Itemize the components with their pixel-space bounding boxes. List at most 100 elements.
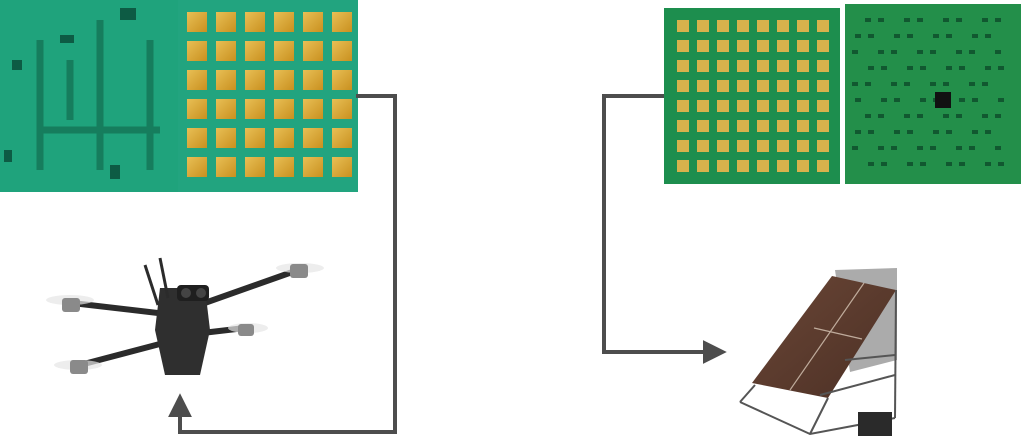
right-patch-element — [817, 140, 829, 152]
drone-body — [155, 288, 210, 375]
patch-element — [216, 12, 236, 32]
smd-component — [946, 162, 952, 166]
smd-component — [956, 50, 962, 54]
right-patch-element — [757, 100, 769, 112]
patch-element — [245, 157, 265, 177]
patch-element — [332, 157, 352, 177]
right-patch-element — [797, 80, 809, 92]
right-patch-element — [717, 60, 729, 72]
right-patch-element — [697, 20, 709, 32]
smd-component — [969, 50, 975, 54]
smd-component — [982, 82, 988, 86]
right-patch-element — [777, 40, 789, 52]
smd-component — [878, 146, 884, 150]
right-patch-element — [697, 60, 709, 72]
patch-element — [274, 12, 294, 32]
smd-component — [855, 130, 861, 134]
right-patch-element — [817, 40, 829, 52]
smd-component — [865, 82, 871, 86]
patch-element — [274, 41, 294, 61]
patch-element — [332, 99, 352, 119]
smd-component — [969, 146, 975, 150]
smd-component — [920, 98, 926, 102]
patch-element — [274, 157, 294, 177]
smd-component — [904, 18, 910, 22]
right-patch-element — [737, 120, 749, 132]
smd-component — [855, 98, 861, 102]
smd-component — [865, 114, 871, 118]
solar-battery-box — [858, 412, 892, 436]
right-patch-element — [797, 60, 809, 72]
smd-component — [946, 34, 952, 38]
right-control-board — [845, 4, 1021, 184]
smd-component — [930, 50, 936, 54]
smd-component — [982, 114, 988, 118]
patch-element — [216, 99, 236, 119]
solar-panel-grid — [789, 282, 865, 391]
right-patch-element — [677, 80, 689, 92]
smd-component — [995, 114, 1001, 118]
right-patch-element — [717, 20, 729, 32]
right-patch-element — [757, 140, 769, 152]
right-patch-element — [797, 140, 809, 152]
right-patch-element — [777, 100, 789, 112]
right-patch-element — [777, 60, 789, 72]
smd-component — [959, 66, 965, 70]
smd-component — [917, 146, 923, 150]
right-loop-arrow — [602, 94, 727, 364]
smd-component — [891, 146, 897, 150]
feed-lines — [36, 20, 160, 170]
right-patch-element — [677, 40, 689, 52]
smd-component — [995, 50, 1001, 54]
smd-component — [917, 114, 923, 118]
right-patch-element — [797, 100, 809, 112]
patch-element — [187, 41, 207, 61]
right-patch-element — [777, 80, 789, 92]
patch-element — [274, 99, 294, 119]
right-patch-element — [717, 80, 729, 92]
right-patch-element — [817, 60, 829, 72]
patch-element — [332, 128, 352, 148]
right-patch-element — [677, 60, 689, 72]
right-patch-board — [664, 8, 840, 184]
patch-element — [216, 70, 236, 90]
smd-component — [969, 82, 975, 86]
smd-component — [998, 162, 1004, 166]
right-patch-element — [737, 80, 749, 92]
right-patch-element — [697, 100, 709, 112]
patch-element — [245, 128, 265, 148]
patch-element — [187, 128, 207, 148]
right-patch-element — [697, 80, 709, 92]
right-patch-element — [797, 40, 809, 52]
smd-component — [998, 98, 1004, 102]
smd-component — [943, 18, 949, 22]
smd-component — [995, 146, 1001, 150]
solar-panel-rig-icon — [739, 268, 897, 436]
right-patch-element — [757, 120, 769, 132]
right-patch-element — [797, 160, 809, 172]
right-patch-element — [717, 40, 729, 52]
smd-component — [959, 98, 965, 102]
smd-component — [881, 66, 887, 70]
smd-component — [956, 146, 962, 150]
smd-component — [904, 114, 910, 118]
smd-component — [972, 34, 978, 38]
smd-component — [878, 114, 884, 118]
right-patch-element — [737, 140, 749, 152]
drone-antenna-2 — [158, 257, 170, 299]
smd-component — [907, 130, 913, 134]
patch-element — [332, 41, 352, 61]
drone-lens-left — [181, 288, 191, 298]
patch-element — [274, 70, 294, 90]
patch-element — [303, 41, 323, 61]
right-patch-element — [717, 160, 729, 172]
smd-component — [995, 18, 1001, 22]
patch-element — [303, 12, 323, 32]
smd-component — [943, 82, 949, 86]
patch-element — [187, 157, 207, 177]
right-patch-element — [817, 120, 829, 132]
right-patch-element — [737, 100, 749, 112]
right-patch-element — [697, 120, 709, 132]
patch-element — [216, 41, 236, 61]
patch-element — [187, 99, 207, 119]
